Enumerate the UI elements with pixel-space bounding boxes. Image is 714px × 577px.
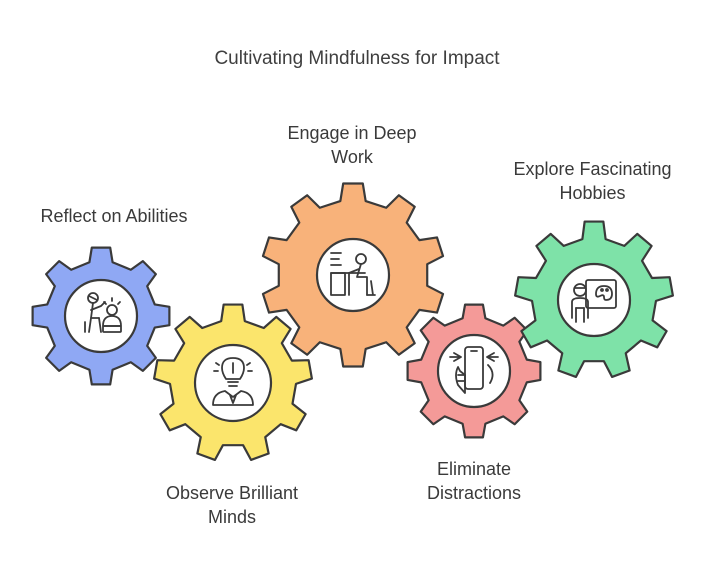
gear-label-line: Engage in Deep bbox=[287, 123, 417, 143]
gear-label-reflect: Reflect on Abilities bbox=[14, 204, 214, 228]
gear-label-observe: Observe Brilliant Minds bbox=[132, 481, 332, 529]
gear-reflect bbox=[31, 246, 171, 386]
gear-eliminate-hub bbox=[436, 333, 512, 409]
gear-label-line: Observe Brilliant bbox=[165, 483, 299, 503]
gear-label-engage: Engage in Deep Work bbox=[252, 121, 452, 169]
gear-label-line: Distractions bbox=[426, 483, 522, 503]
lightbulb-person-icon bbox=[212, 357, 254, 406]
gear-engage bbox=[261, 182, 445, 368]
gear-label-eliminate: Eliminate Distractions bbox=[374, 457, 574, 505]
hand-phone-icon bbox=[449, 346, 499, 394]
mentor-student-icon bbox=[84, 292, 122, 333]
gear-observe bbox=[153, 303, 313, 462]
gear-explore-hub bbox=[556, 262, 632, 338]
gear-label-explore: Explore Fascinating Hobbies bbox=[490, 157, 695, 205]
gear-label-line: Hobbies bbox=[559, 183, 626, 203]
gear-label-line: Reflect on Abilities bbox=[40, 206, 188, 226]
diagram-title: Cultivating Mindfulness for Impact bbox=[214, 48, 500, 69]
painter-palette-icon bbox=[571, 279, 617, 323]
person-at-desk-icon bbox=[330, 252, 376, 296]
gear-label-line: Work bbox=[331, 147, 373, 167]
gear-label-line: Eliminate bbox=[436, 459, 512, 479]
gear-engage-hub bbox=[315, 237, 391, 313]
gear-eliminate bbox=[406, 303, 542, 439]
gear-label-line: Minds bbox=[207, 507, 256, 527]
gear-observe-hub bbox=[193, 343, 273, 423]
gear-explore bbox=[514, 220, 674, 379]
gear-reflect-hub bbox=[63, 278, 139, 354]
gear-label-line: Explore Fascinating bbox=[513, 159, 672, 179]
